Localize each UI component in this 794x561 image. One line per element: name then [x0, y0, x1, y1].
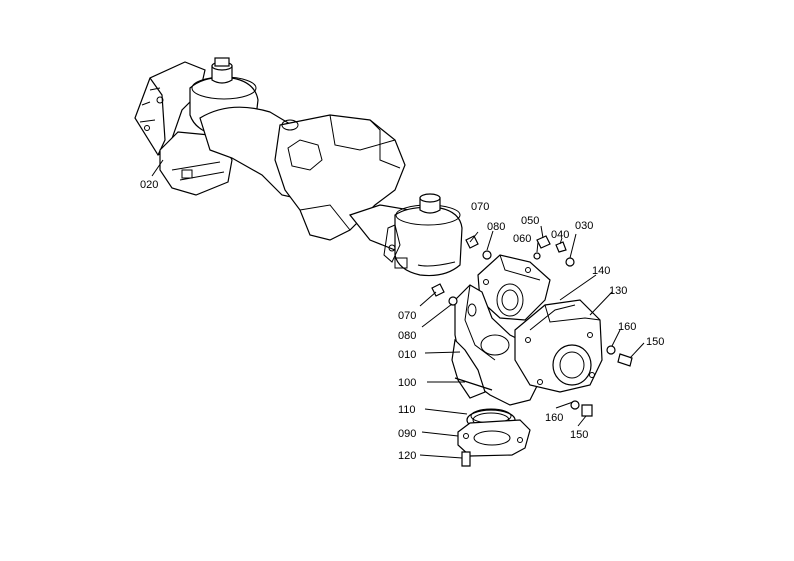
part-label-110: 110	[398, 404, 416, 416]
part-label-020: 020	[140, 179, 158, 191]
part-label-060: 060	[513, 233, 531, 245]
part-label-070-left: 070	[398, 310, 416, 322]
axle-housing-assembly	[134, 57, 463, 277]
part-label-130: 130	[609, 285, 627, 297]
gear-case-assembly	[431, 235, 633, 467]
part-label-140: 140	[592, 265, 610, 277]
part-label-150-lower: 150	[570, 429, 588, 441]
part-label-160-lower: 160	[545, 412, 563, 424]
part-number-labels: 020 070 080 050 060 040 030 140 130 160 …	[140, 179, 664, 462]
part-label-070-upper: 070	[471, 201, 489, 213]
part-label-120: 120	[398, 450, 416, 462]
part-label-160-right: 160	[618, 321, 636, 333]
leader-lines	[151, 159, 645, 459]
part-label-090: 090	[398, 428, 416, 440]
part-label-150-right: 150	[646, 336, 664, 348]
part-label-030: 030	[575, 220, 593, 232]
part-label-080-left: 080	[398, 330, 416, 342]
part-label-100: 100	[398, 377, 416, 389]
part-label-010: 010	[398, 349, 416, 361]
part-label-080-upper: 080	[487, 221, 505, 233]
part-label-040: 040	[551, 229, 569, 241]
part-label-050: 050	[521, 215, 539, 227]
